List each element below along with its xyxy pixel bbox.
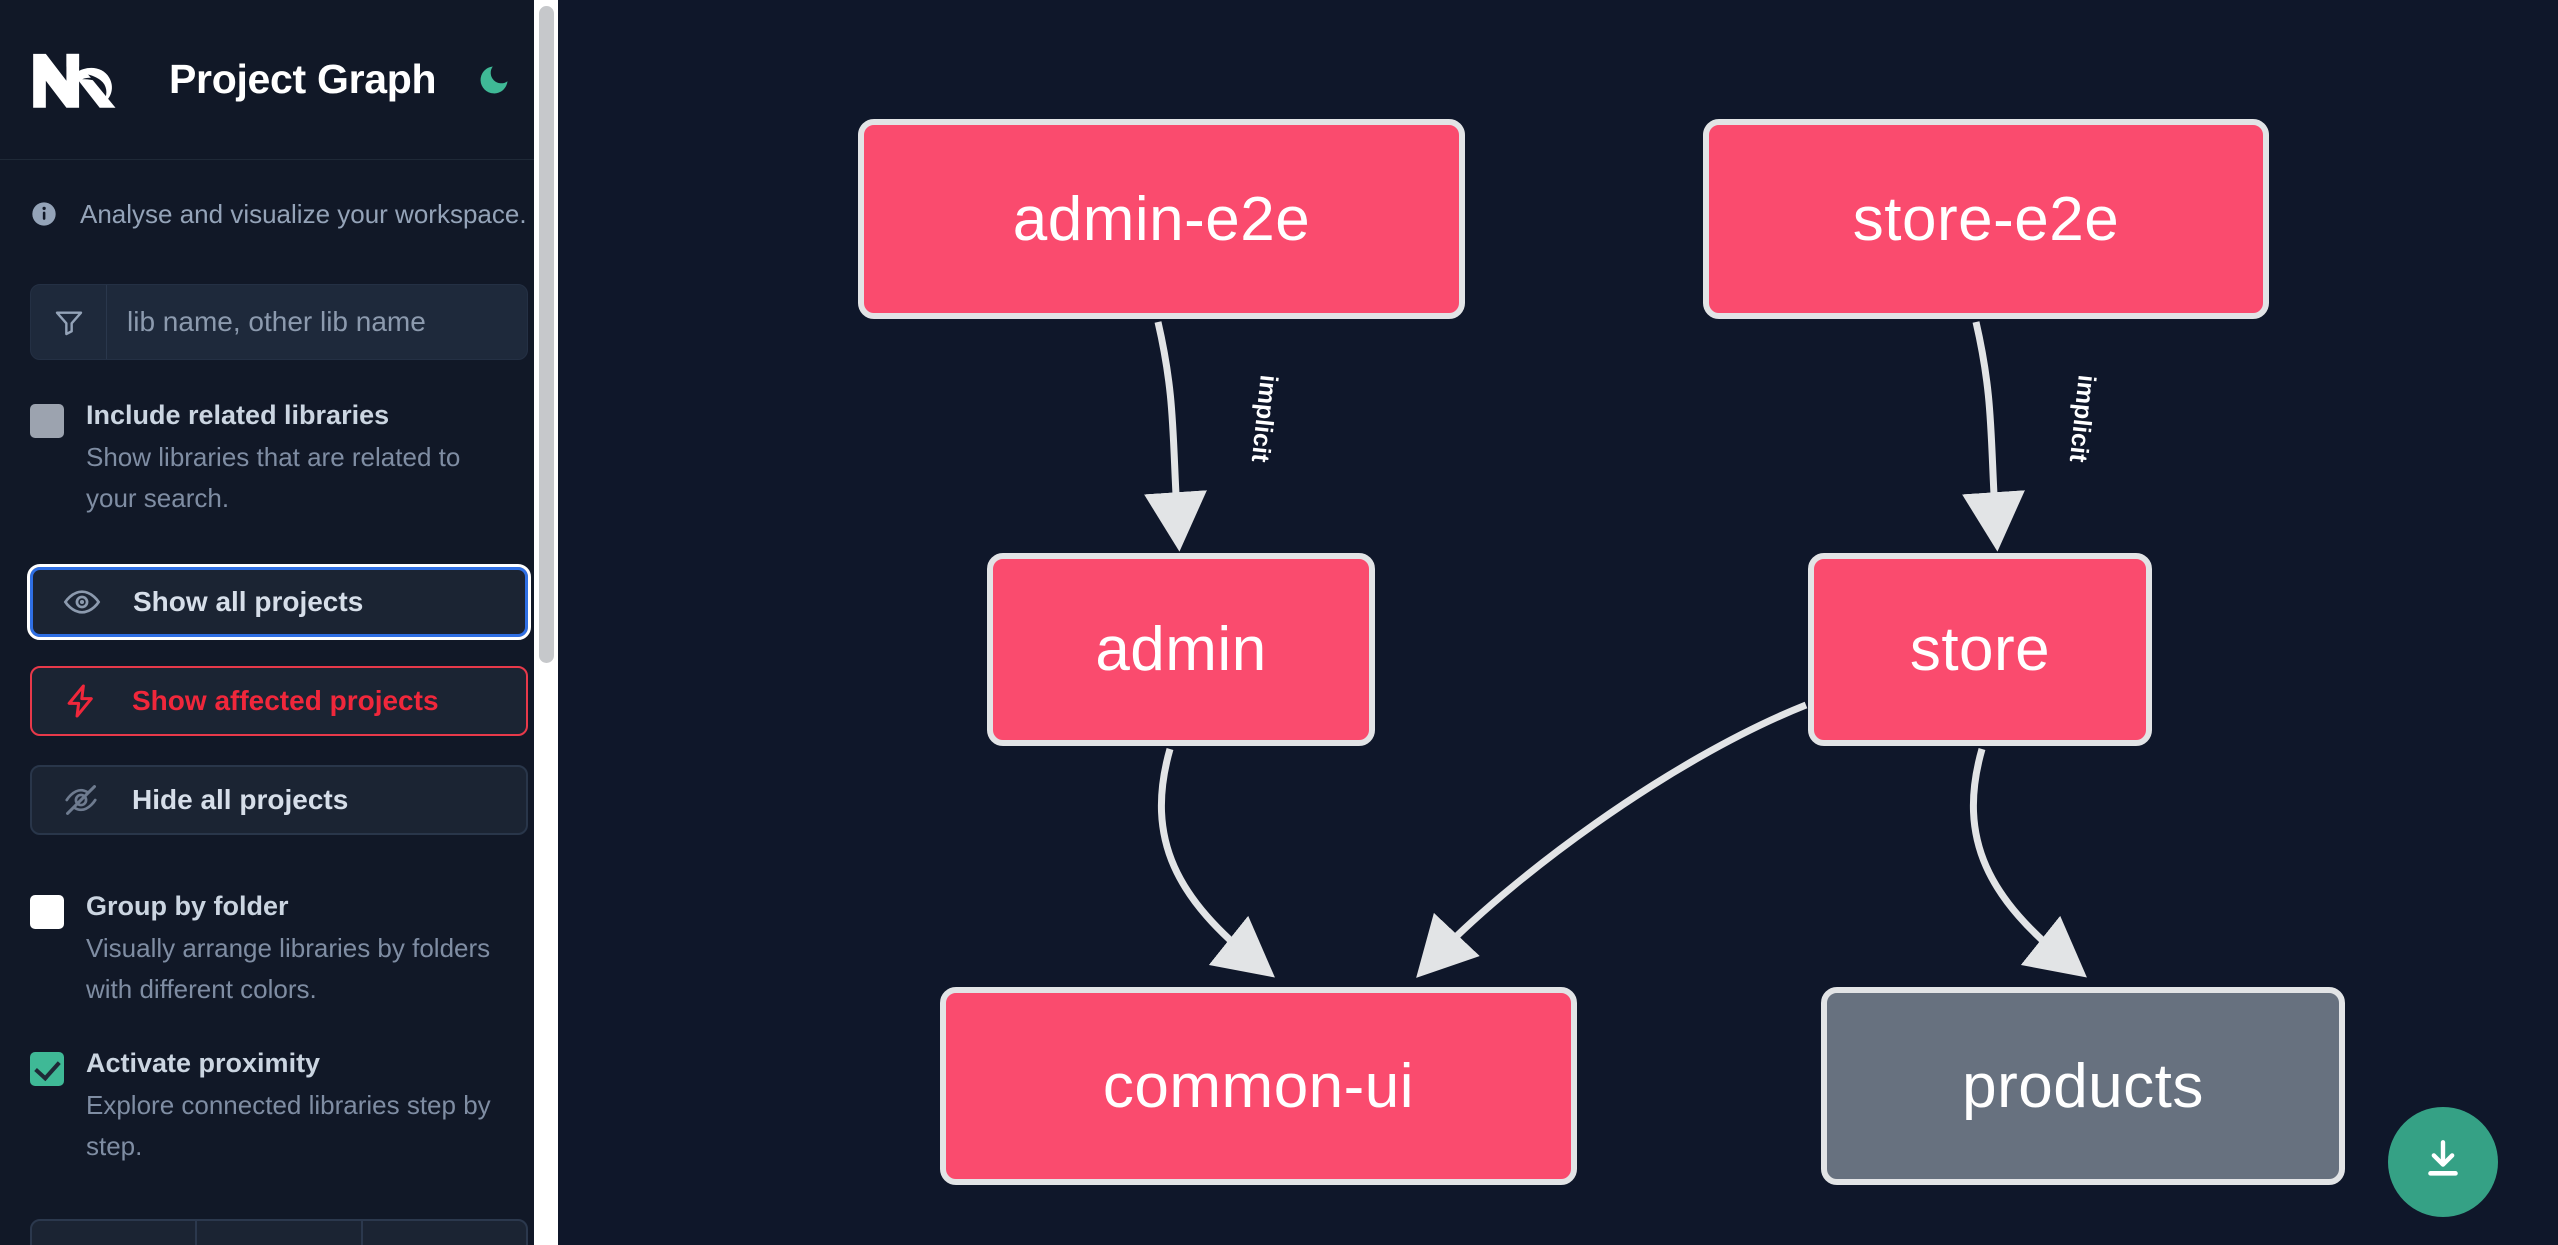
search-input[interactable]: [107, 285, 527, 359]
filter-icon: [31, 285, 107, 359]
nx-logo-icon: [30, 49, 125, 111]
graph-node-label: products: [1962, 1051, 2204, 1121]
eye-icon: [63, 582, 107, 622]
activate-proximity-label: Activate proximity: [86, 1048, 321, 1078]
search-field[interactable]: [30, 284, 528, 360]
proximity-step-value[interactable]: [197, 1221, 363, 1245]
edge-store-to-common-ui: [1416, 701, 1808, 978]
show-all-projects-label: Show all projects: [133, 586, 364, 617]
graph-node-admin-e2e[interactable]: admin-e2e: [858, 119, 1465, 319]
hide-all-projects-button[interactable]: Hide all projects: [30, 765, 528, 835]
graph-node-label: store-e2e: [1852, 184, 2120, 254]
hide-all-projects-label: Hide all projects: [132, 784, 349, 815]
info-icon: [30, 200, 58, 228]
graph-node-label: admin-e2e: [1012, 184, 1311, 254]
page-title: Project Graph: [169, 56, 437, 102]
activate-proximity-checkbox[interactable]: [30, 1052, 64, 1086]
proximity-stepper-group[interactable]: [30, 1219, 528, 1245]
include-related-libraries-label: Include related libraries: [86, 400, 390, 430]
edge-admin-e2e-to-admin: [1144, 321, 1207, 552]
graph-node-common-ui[interactable]: common-ui: [940, 987, 1577, 1185]
include-related-libraries-description: Show libraries that are related to your …: [86, 442, 461, 513]
checkbox-row-include-related-libraries: Include related libraries Show libraries…: [0, 398, 558, 519]
workspace-info: Analyse and visualize your workspace.: [0, 160, 558, 238]
edge-admin-to-common-ui: [1157, 748, 1275, 978]
proximity-step-increase[interactable]: [363, 1221, 526, 1245]
edge-store-e2e-to-store: [1962, 321, 2025, 552]
show-affected-projects-button[interactable]: Show affected projects: [30, 666, 528, 736]
sidebar-scrollbar-thumb[interactable]: [539, 6, 554, 663]
checkbox-row-activate-proximity: Activate proximity Explore connected lib…: [0, 1046, 558, 1167]
edge-store-to-products: [1969, 748, 2087, 978]
group-by-folder-checkbox[interactable]: [30, 895, 64, 929]
lightning-bolt-icon: [62, 681, 106, 721]
download-icon: [2418, 1135, 2468, 1190]
activate-proximity-description: Explore connected libraries step by step…: [86, 1090, 491, 1161]
graph-node-products[interactable]: products: [1821, 987, 2345, 1185]
proximity-step-decrease[interactable]: [32, 1221, 198, 1245]
graph-node-label: common-ui: [1102, 1051, 1415, 1121]
sidebar-header: Project Graph: [0, 0, 558, 160]
graph-node-store[interactable]: store: [1808, 553, 2152, 746]
graph-node-label: admin: [1095, 615, 1267, 684]
eye-off-icon: [62, 780, 106, 820]
graph-node-admin[interactable]: admin: [987, 553, 1375, 746]
download-graph-button[interactable]: [2388, 1107, 2498, 1217]
checkbox-row-group-by-folder: Group by folder Visually arrange librari…: [0, 889, 558, 1010]
project-graph-canvas[interactable]: implicit implicit admin-e2e store-e2e ad…: [558, 0, 2558, 1245]
group-by-folder-label: Group by folder: [86, 891, 289, 921]
graph-node-store-e2e[interactable]: store-e2e: [1703, 119, 2269, 319]
workspace-info-text: Analyse and visualize your workspace.: [80, 198, 527, 229]
moon-icon[interactable]: [474, 60, 514, 100]
group-by-folder-description: Visually arrange libraries by folders wi…: [86, 933, 491, 1004]
graph-node-label: store: [1909, 615, 2051, 684]
sidebar-scrollbar-track[interactable]: [534, 0, 558, 1245]
sidebar: Project Graph Analyse and visualize yo: [0, 0, 558, 1245]
show-all-projects-button[interactable]: Show all projects: [27, 564, 531, 640]
graph-edges: [1144, 321, 2087, 978]
show-affected-projects-label: Show affected projects: [132, 685, 439, 716]
include-related-libraries-checkbox[interactable]: [30, 404, 64, 438]
